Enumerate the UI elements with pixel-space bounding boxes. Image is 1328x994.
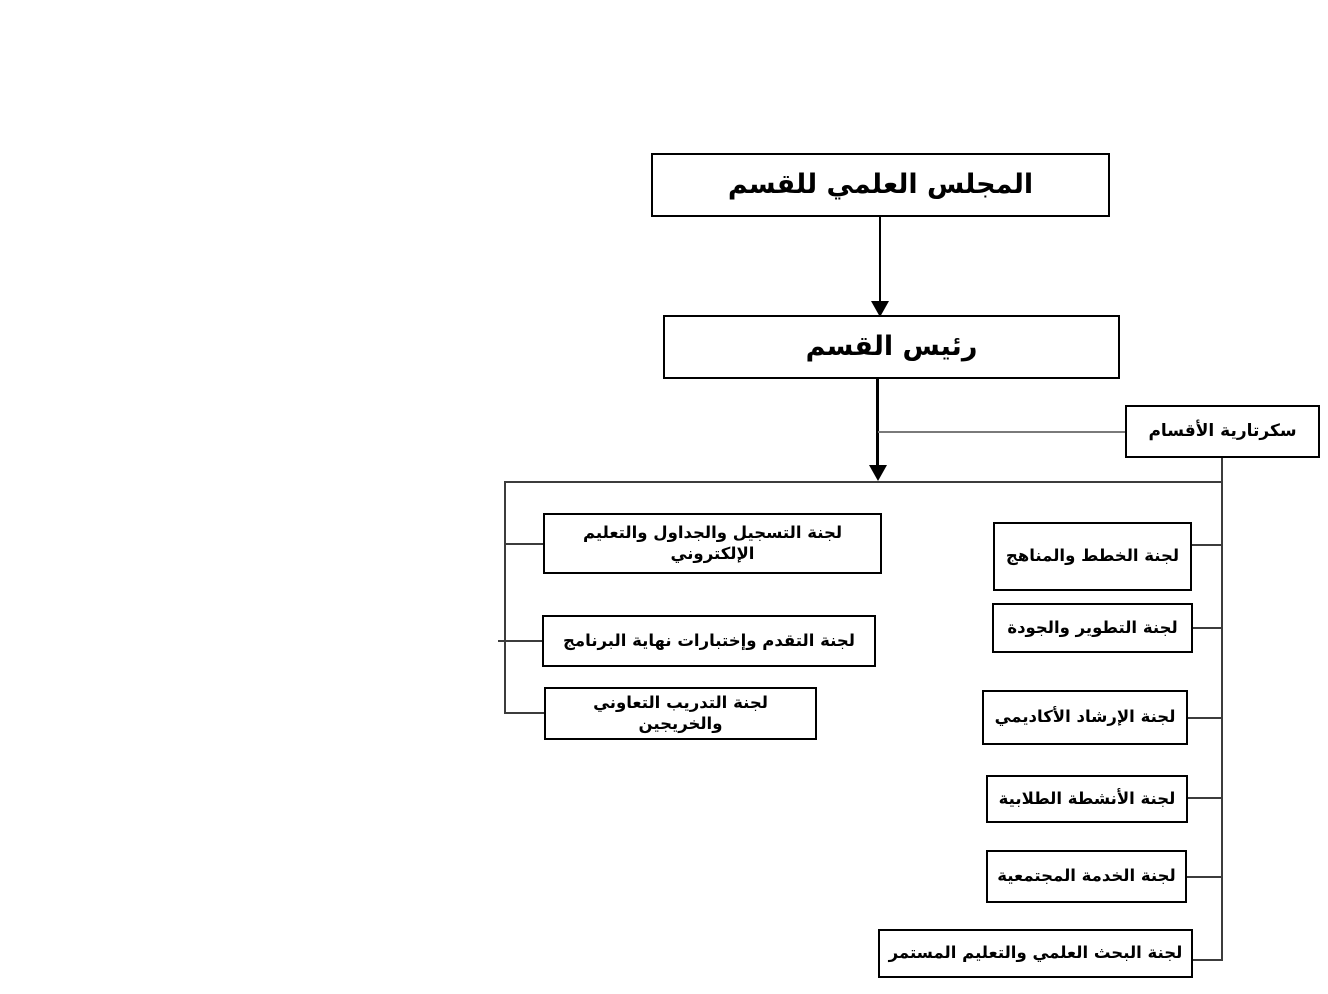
connector-left-spine — [504, 481, 506, 714]
arrow-down-council-to-head — [871, 301, 889, 317]
node-department-head: رئيس القسم — [663, 315, 1120, 379]
connector-head-to-rail-line — [876, 379, 879, 467]
connector-head-to-secretary — [878, 431, 1125, 433]
node-departments-secretary: سكرتارية الأقسام — [1125, 405, 1320, 458]
connector-stub-left-1 — [504, 543, 543, 545]
connector-stub-left-3 — [504, 712, 544, 714]
node-committee-registration-schedules-elearning: لجنة التسجيل والجداول والتعليم الإلكترون… — [543, 513, 882, 574]
arrow-down-head-to-rail — [869, 465, 887, 481]
node-committee-development-quality: لجنة التطوير والجودة — [992, 603, 1193, 653]
node-committee-progress-end-of-program-exams: لجنة التقدم وإختبارات نهاية البرنامج — [542, 615, 876, 667]
connector-stub-right-3 — [1188, 717, 1221, 719]
node-committee-plans-curricula: لجنة الخطط والمناهج — [993, 522, 1192, 591]
node-scientific-council: المجلس العلمي للقسم — [651, 153, 1110, 217]
connector-stub-right-6 — [1193, 959, 1221, 961]
connector-stub-right-4 — [1188, 797, 1221, 799]
connector-stub-right-1 — [1192, 544, 1221, 546]
node-committee-student-activities: لجنة الأنشطة الطلابية — [986, 775, 1188, 823]
connector-council-to-head-line — [879, 217, 881, 303]
connector-stub-left-2 — [498, 640, 542, 642]
node-committee-community-service: لجنة الخدمة المجتمعية — [986, 850, 1187, 903]
connector-right-spine — [1221, 458, 1223, 961]
node-committee-coop-training-graduates: لجنة التدريب التعاوني والخريجين — [544, 687, 817, 740]
connector-stub-right-5 — [1187, 876, 1221, 878]
connector-top-rail — [504, 481, 1223, 483]
connector-stub-right-2 — [1193, 627, 1221, 629]
node-committee-academic-advising: لجنة الإرشاد الأكاديمي — [982, 690, 1188, 745]
node-committee-scientific-research-continuing-education: لجنة البحث العلمي والتعليم المستمر — [878, 929, 1193, 978]
